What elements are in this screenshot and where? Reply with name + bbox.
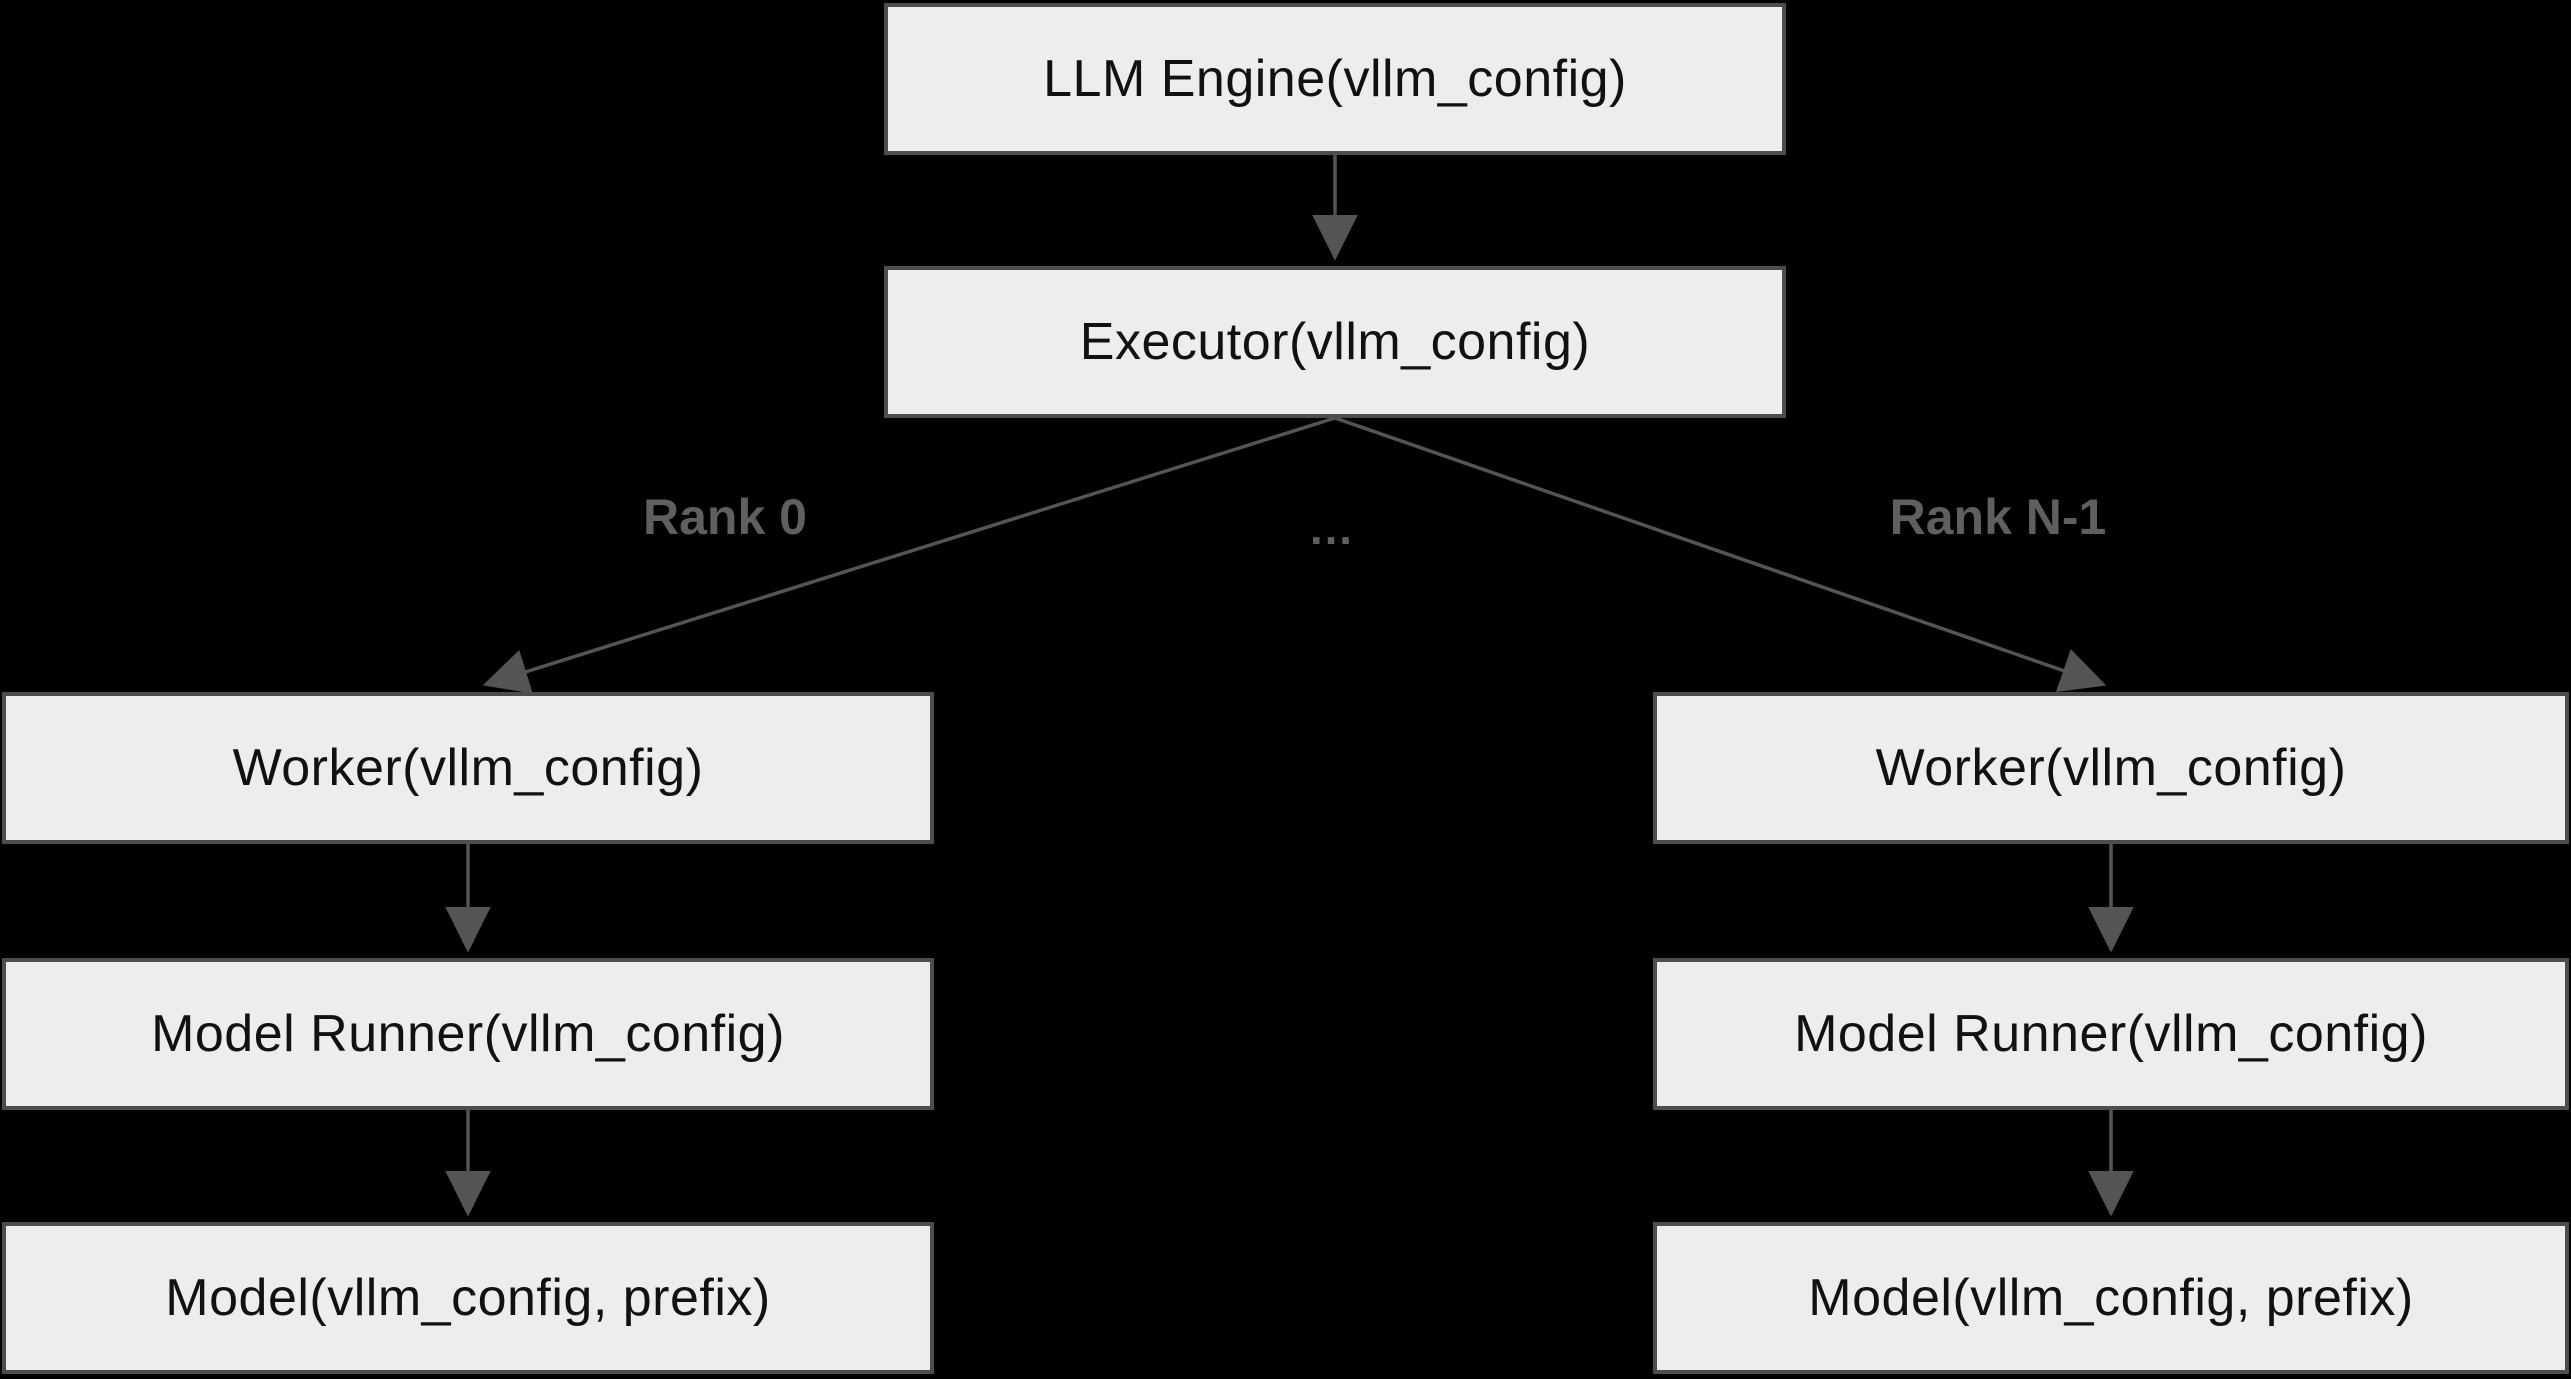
node-model-rankn: Model(vllm_config, prefix) [1653, 1222, 2569, 1374]
edge-executor-to-worker-rankn-arrow [1334, 416, 2107, 693]
node-model-runner-rankn: Model Runner(vllm_config) [1653, 958, 2569, 1110]
node-model-rank0: Model(vllm_config, prefix) [2, 1222, 934, 1374]
edge-label-rank-0: Rank 0 [643, 489, 807, 545]
node-executor: Executor(vllm_config) [884, 266, 1786, 418]
edge-label-ellipsis: … [1308, 502, 1356, 554]
edge-label-rank-n-1: Rank N-1 [1889, 489, 2107, 545]
edge-executor-to-worker-rank0-arrow [482, 416, 1336, 694]
node-llm-engine: LLM Engine(vllm_config) [884, 3, 1786, 155]
node-model-runner-rank0: Model Runner(vllm_config) [2, 958, 934, 1110]
node-worker-rank0: Worker(vllm_config) [2, 692, 934, 844]
node-worker-rankn: Worker(vllm_config) [1653, 692, 2569, 844]
